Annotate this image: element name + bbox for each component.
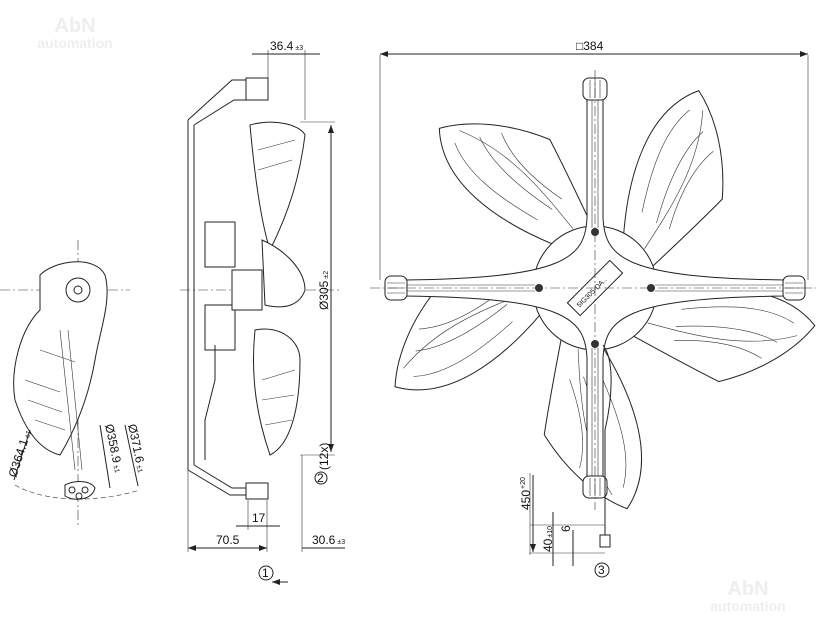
dim-30-6: 30.6±3 xyxy=(312,533,345,547)
dim-offset-top: 36.4±3 xyxy=(270,39,303,53)
watermark-top-left: AbN automation xyxy=(37,15,112,51)
callout-1 xyxy=(258,565,274,581)
dim-dia-364: Ø364.1±1 xyxy=(6,428,35,479)
dim-dia-305: Ø305±2 xyxy=(317,271,331,310)
dim-17: 17 xyxy=(252,511,266,525)
callout-3 xyxy=(594,562,610,578)
dim-dia-358: Ø358.9±1 xyxy=(102,423,126,474)
dim-6: 6 xyxy=(559,525,573,532)
svg-text:3: 3 xyxy=(598,563,605,577)
svg-text:2: 2 xyxy=(317,471,324,485)
front-view: □384 5IG305-DA.. xyxy=(370,39,816,578)
dim-cable-450: 450+20 xyxy=(519,477,533,510)
svg-text:automation: automation xyxy=(37,35,112,51)
watermark-bottom-right: AbN automation xyxy=(710,578,785,614)
dim-square-384: □384 xyxy=(576,39,604,53)
dim-count: (12x) xyxy=(317,443,331,470)
callout-2 xyxy=(314,471,328,485)
svg-text:1: 1 xyxy=(262,566,269,580)
dim-strip-40: 40±10 xyxy=(541,526,555,552)
dim-70-5: 70.5 xyxy=(216,533,240,547)
svg-text:AbN: AbN xyxy=(54,15,95,37)
svg-text:AbN: AbN xyxy=(727,578,768,600)
partial-side-view: Ø364.1±1 Ø358.9±1 Ø371.6±1 xyxy=(0,240,149,525)
dim-dia-371: Ø371.6±1 xyxy=(125,423,149,474)
svg-text:automation: automation xyxy=(710,598,785,614)
side-view: 36.4±3 Ø305±2 (12x) 2 17 70.5 30.6±3 1 xyxy=(180,39,345,585)
